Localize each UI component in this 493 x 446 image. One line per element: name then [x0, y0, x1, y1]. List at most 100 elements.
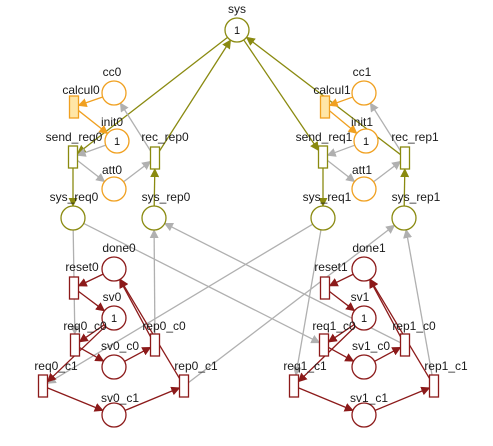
transition-label-rep1_c1: rep1_c1	[424, 359, 468, 373]
place-cc0[interactable]	[101, 80, 127, 106]
place-label-sv0_c0: sv0_c0	[101, 339, 139, 353]
transition-label-calcul0: calcul0	[62, 83, 100, 97]
place-done0[interactable]	[101, 256, 127, 282]
arc-send_req0-to-att0	[77, 159, 106, 183]
arc-sys_rep0-to-rec_rep0	[150, 168, 160, 207]
place-label-sys_rep0: sys_rep0	[142, 190, 191, 204]
place-label-init1: init1	[351, 115, 373, 129]
arc-sv1_c0-to-rep1_c0	[374, 346, 402, 362]
arc-send_req1-to-att1	[327, 159, 356, 183]
place-label-sys_req1: sys_req1	[303, 190, 352, 204]
transition-label-rec_rep1: rec_rep1	[391, 130, 439, 144]
transition-rep0_c1[interactable]	[178, 374, 190, 398]
transition-rec_rep1[interactable]	[399, 146, 411, 170]
transition-send_req1[interactable]	[317, 145, 329, 169]
transition-calcul1[interactable]	[319, 95, 331, 119]
arc-reset1-to-sv1	[329, 290, 356, 312]
arc-rep0_c0-to-sys_rep0	[149, 229, 159, 335]
arc-sys_req0-to-req1_c0	[83, 222, 321, 344]
place-label-done1: done1	[352, 241, 386, 255]
arc-cc0-to-calcul0	[77, 96, 103, 108]
transition-label-req1_c1: req1_c1	[283, 359, 327, 373]
place-label-init0: init0	[101, 115, 123, 129]
place-sv0[interactable]: 1	[101, 305, 127, 331]
arc-reset0-to-sv0	[78, 290, 106, 312]
place-label-sv0_c1: sv0_c1	[101, 391, 139, 405]
place-init0[interactable]: 1	[104, 128, 130, 154]
arc-rep0_c1-to-sys_rep1	[188, 224, 396, 384]
transition-req1_c0[interactable]	[318, 333, 330, 357]
place-sv1_c1[interactable]	[351, 402, 377, 428]
transition-rec_rep0[interactable]	[149, 146, 161, 170]
place-att0[interactable]	[101, 176, 127, 202]
arc-sys-to-send_req0	[76, 36, 228, 155]
transition-send_req0[interactable]	[67, 145, 79, 169]
place-label-cc1: cc1	[353, 65, 372, 79]
place-label-sys: sys	[228, 2, 246, 16]
place-sys_req1[interactable]	[310, 205, 336, 231]
place-cc1[interactable]	[351, 80, 377, 106]
place-att1[interactable]	[351, 176, 377, 202]
arc-req1_c0-to-sv1_c0	[328, 346, 355, 362]
arc-sv0-to-req0_c0	[78, 324, 105, 343]
place-sys[interactable]: 1	[224, 17, 250, 43]
place-done1[interactable]	[351, 256, 377, 282]
arc-init1-to-send_req1	[326, 144, 355, 157]
arc-rep1_c1-to-done1	[369, 278, 431, 379]
transition-label-req0_c0: req0_c0	[63, 319, 107, 333]
arc-done0-to-reset0	[77, 273, 104, 287]
transition-label-send_req0: send_req0	[46, 130, 103, 144]
transition-reset1[interactable]	[319, 276, 331, 300]
arc-sys_req1-to-req0_c1	[46, 223, 314, 384]
arc-sv1_c1-to-rep1_c1	[374, 386, 431, 412]
place-sv0_c0[interactable]	[101, 354, 127, 380]
transition-label-send_req1: send_req1	[296, 130, 353, 144]
place-label-att1: att1	[352, 163, 372, 177]
place-sys_req0[interactable]	[60, 205, 86, 231]
transition-label-reset0: reset0	[65, 260, 99, 274]
place-sv1_c0[interactable]	[351, 354, 377, 380]
token-count-init1: 1	[363, 136, 369, 148]
arc-sys_req1-to-req1_c1	[292, 229, 322, 376]
arc-rec_rep0-to-sys	[158, 39, 232, 152]
place-sv1[interactable]: 1	[351, 305, 377, 331]
transition-label-reset1: reset1	[314, 260, 348, 274]
transition-req0_c1[interactable]	[37, 374, 49, 398]
token-count-init0: 1	[114, 136, 120, 148]
transition-rep0_c0[interactable]	[149, 333, 161, 357]
transition-req0_c0[interactable]	[69, 333, 81, 357]
arc-req0_c1-to-sv0_c1	[47, 387, 104, 412]
transition-label-rec_rep0: rec_rep0	[141, 130, 189, 144]
arc-req1_c1-to-sv1_c1	[298, 387, 354, 412]
arc-init0-to-send_req0	[76, 144, 106, 157]
arc-rep0_c1-to-done0	[119, 278, 181, 379]
arcs-layer	[46, 36, 433, 412]
transition-reset0[interactable]	[68, 276, 80, 300]
place-sys_rep1[interactable]	[391, 205, 417, 231]
arc-sv0_c0-to-rep0_c0	[124, 346, 152, 362]
transition-rep1_c1[interactable]	[428, 374, 440, 398]
arc-cc1-to-calcul1	[328, 96, 353, 107]
arc-rec_rep0-to-cc0	[119, 102, 152, 152]
arc-calcul1-to-init1	[329, 110, 358, 134]
arc-att1-to-rec_rep1	[373, 160, 402, 183]
place-label-cc0: cc0	[103, 65, 122, 79]
place-init1[interactable]: 1	[353, 128, 379, 154]
transition-label-rep1_c0: rep1_c0	[392, 319, 436, 333]
place-label-att0: att0	[102, 163, 122, 177]
arc-req0_c0-to-sv0_c0	[79, 346, 105, 362]
transition-req1_c1[interactable]	[288, 374, 300, 398]
arc-att0-to-rec_rep0	[123, 160, 152, 183]
transition-calcul0[interactable]	[68, 95, 80, 119]
transition-rep1_c0[interactable]	[399, 333, 411, 357]
place-sys_rep0[interactable]	[141, 205, 167, 231]
place-label-sv1_c1: sv1_c1	[350, 391, 388, 405]
arc-calcul0-to-init0	[78, 110, 109, 135]
transition-label-req0_c1: req0_c1	[34, 359, 78, 373]
transition-label-rep0_c0: rep0_c0	[142, 319, 186, 333]
token-count-sys: 1	[234, 25, 240, 37]
place-sv0_c1[interactable]	[101, 402, 127, 428]
place-label-sv0: sv0	[103, 290, 122, 304]
